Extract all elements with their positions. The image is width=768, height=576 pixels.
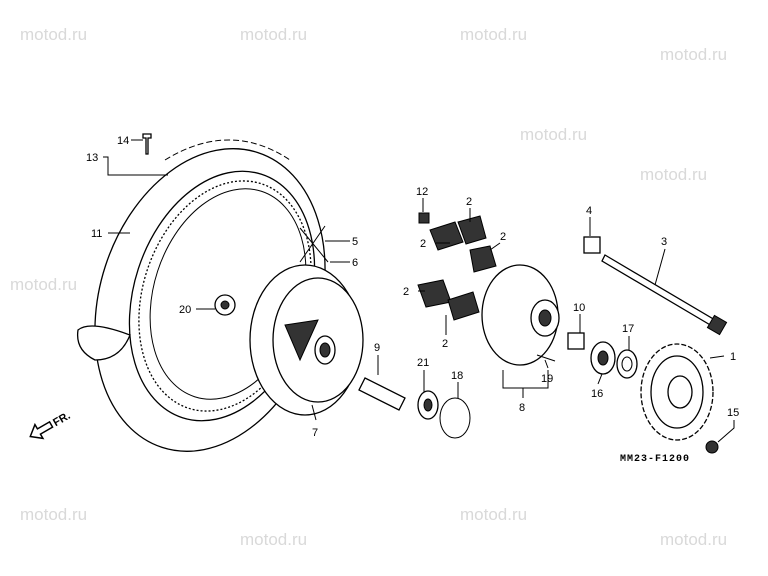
watermark-text: motod.ru xyxy=(660,530,727,549)
watermark-text: motod.ru xyxy=(240,25,307,44)
spoke-pieces xyxy=(299,225,329,263)
callout-1: 1 xyxy=(730,351,736,363)
callout-8: 8 xyxy=(519,402,525,414)
watermark-layer: motod.ru motod.ru motod.ru motod.ru motod.ru… xyxy=(10,25,727,549)
callout-2: 2 xyxy=(403,286,409,298)
front-direction-arrow: FR. xyxy=(29,410,73,440)
callout-6: 6 xyxy=(352,257,358,269)
wheel-hub xyxy=(249,264,364,416)
nut xyxy=(705,440,719,454)
callout-2: 2 xyxy=(466,196,472,208)
leader-lines xyxy=(103,139,735,443)
collar xyxy=(358,377,406,411)
sprocket xyxy=(640,343,714,441)
callout-19: 19 xyxy=(541,373,553,385)
watermark-text: motod.ru xyxy=(520,125,587,144)
watermark-text: motod.ru xyxy=(640,165,707,184)
arrow-icon xyxy=(29,420,54,440)
callout-labels: 1 2 2 2 2 2 3 4 5 6 7 8 9 10 11 12 13 14… xyxy=(86,135,739,439)
watermark-text: motod.ru xyxy=(240,530,307,549)
watermark-text: motod.ru xyxy=(20,505,87,524)
watermark-text: motod.ru xyxy=(20,25,87,44)
pin xyxy=(536,354,556,362)
callout-4: 4 xyxy=(586,205,592,217)
front-label: FR. xyxy=(51,410,72,429)
bearing xyxy=(417,390,439,420)
driven-flange xyxy=(481,264,560,366)
watermark-text: motod.ru xyxy=(460,505,527,524)
callout-2: 2 xyxy=(500,231,506,243)
collar xyxy=(583,236,601,254)
nut xyxy=(418,212,430,224)
callout-3: 3 xyxy=(661,236,667,248)
bolt xyxy=(142,133,152,155)
callout-17: 17 xyxy=(622,323,634,335)
callout-20: 20 xyxy=(179,304,191,316)
callout-14: 14 xyxy=(117,135,129,147)
callout-2: 2 xyxy=(420,238,426,250)
collar xyxy=(567,332,585,350)
o-ring xyxy=(439,397,471,439)
callout-11: 11 xyxy=(91,228,102,240)
axle xyxy=(601,254,728,336)
callout-13: 13 xyxy=(86,152,98,164)
oil-seal xyxy=(616,349,638,379)
watermark-text: motod.ru xyxy=(460,25,527,44)
callout-2: 2 xyxy=(442,338,448,350)
callout-10: 10 xyxy=(573,302,585,314)
callout-12: 12 xyxy=(416,186,428,198)
callout-15: 15 xyxy=(727,407,739,419)
callout-16: 16 xyxy=(591,388,603,400)
watermark-text: motod.ru xyxy=(660,45,727,64)
callout-9: 9 xyxy=(374,342,380,354)
watermark-text: motod.ru xyxy=(10,275,77,294)
callout-7: 7 xyxy=(312,427,318,439)
bearing xyxy=(590,341,616,375)
callout-21: 21 xyxy=(417,357,429,369)
callout-5: 5 xyxy=(352,236,358,248)
callout-18: 18 xyxy=(451,370,463,382)
diagram-code: MM23-F1200 xyxy=(620,454,690,465)
